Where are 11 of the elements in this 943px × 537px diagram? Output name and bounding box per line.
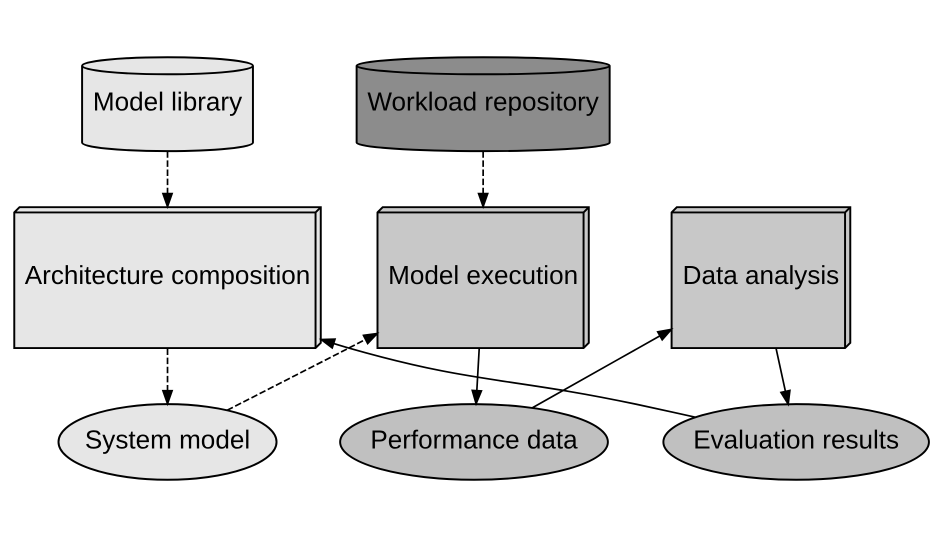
arrow (162, 348, 174, 406)
node-ellipse: Evaluation results (662, 403, 930, 481)
arrow (226, 332, 380, 411)
arrow (318, 338, 696, 418)
arrow (471, 348, 483, 406)
arrow (775, 348, 791, 407)
node-ellipse: System model (58, 403, 278, 481)
arrow (532, 328, 674, 409)
arrow (162, 151, 174, 210)
node-ellipse: Performance data (339, 403, 609, 481)
arrow (477, 151, 489, 210)
